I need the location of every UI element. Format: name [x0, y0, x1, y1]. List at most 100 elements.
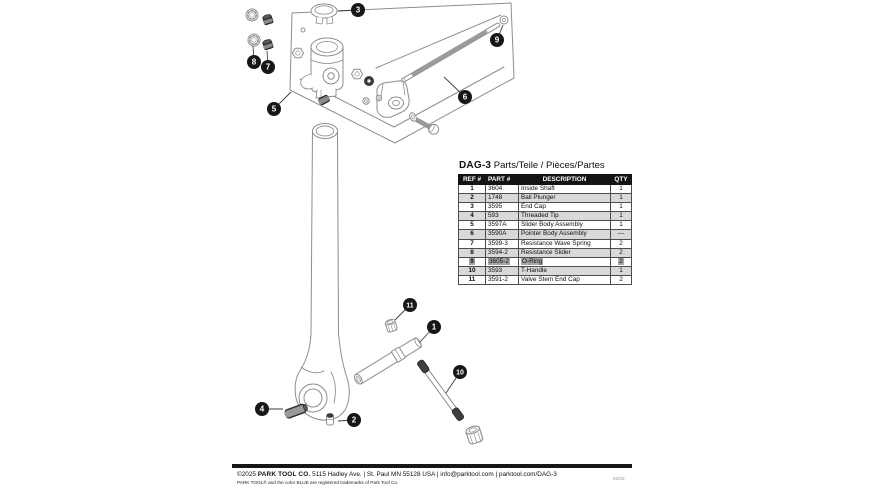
cell-ref: 3: [458, 202, 486, 213]
col-header-part: PART #: [485, 174, 519, 185]
cell-ref: 2: [458, 193, 486, 204]
company-address: 5115 Hadley Ave. | St. Paul MN 55128 USA…: [312, 471, 557, 478]
cell-part: 3594-2: [485, 247, 519, 258]
cell-desc: Inside Shaft: [518, 183, 611, 195]
cell-desc: Slider Body Assembly: [518, 220, 611, 231]
callout-4: 4: [255, 402, 283, 416]
cell-qty: 1: [610, 265, 632, 276]
footer-divider: [232, 464, 632, 468]
cell-desc: Pointer Body Assembly: [518, 229, 611, 240]
footer-trademark-line: PARK TOOL® and the color BLUE are regist…: [237, 480, 399, 485]
svg-text:7: 7: [266, 63, 271, 72]
cell-part: 3595: [485, 202, 519, 213]
svg-text:8: 8: [252, 58, 257, 67]
cell-desc: T-Handle: [518, 265, 611, 276]
main-body-tube-part: [294, 123, 350, 421]
cell-qty: 2: [610, 256, 632, 267]
resistance-wave-spring-part: [245, 8, 261, 47]
gauge-rod-part: [401, 15, 509, 83]
svg-text:3: 3: [356, 6, 361, 15]
inside-shaft-part: [353, 337, 422, 385]
cell-ref: 7: [458, 238, 486, 249]
cell-desc: Valve Stem End Cap: [518, 274, 611, 286]
cell-part: 593: [485, 211, 519, 222]
svg-text:5: 5: [272, 105, 277, 114]
title-languages: Parts/Teile / Pièces/Partes: [493, 160, 605, 171]
cell-ref: 1: [458, 183, 486, 195]
cell-part: 3605-2: [485, 256, 519, 267]
product-name: DAG-3: [459, 160, 492, 171]
callout-8: 8: [247, 45, 261, 69]
svg-text:11: 11: [406, 303, 414, 310]
threaded-tip-part: [284, 403, 308, 419]
cell-qty: 1: [610, 193, 632, 204]
cell-ref: 10: [458, 265, 486, 276]
pointer-body-housing-part: [375, 80, 410, 118]
cell-part: 1748: [485, 193, 519, 204]
pivot-nut-part: [351, 68, 374, 86]
callout-3: 3: [337, 3, 365, 17]
cell-qty: 2: [610, 247, 632, 258]
svg-text:4: 4: [260, 405, 265, 414]
callout-9: 9: [490, 24, 504, 47]
svg-text:2: 2: [352, 416, 357, 425]
cell-part: 3593: [485, 265, 519, 276]
cell-ref: 5: [458, 220, 486, 231]
cell-ref: 8: [458, 247, 486, 258]
cell-qty: 2: [610, 238, 632, 249]
callout-10: 10: [445, 365, 467, 394]
end-cap-part: [310, 3, 338, 25]
callout-6: 6: [443, 76, 472, 104]
cell-part: 3590A: [485, 229, 519, 240]
footer-contact-line: ©2025 PARK TOOL CO. 5115 Hadley Ave. | S…: [237, 471, 557, 478]
cell-part: 3591-2: [485, 274, 519, 286]
cell-desc: Resistance Slider: [518, 247, 611, 258]
cell-desc: End Cap: [518, 202, 611, 213]
svg-text:6: 6: [463, 93, 468, 102]
cell-part: 3599-3: [485, 238, 519, 249]
callout-7: 7: [261, 50, 275, 74]
col-header-qty: QTY: [610, 174, 632, 185]
cell-qty: 1: [610, 211, 632, 222]
cell-desc: O-Ring: [518, 256, 611, 267]
parts-panel: DAG-3 Parts/Teile / Pièces/Partes REF # …: [458, 160, 632, 286]
parts-table-title: DAG-3 Parts/Teile / Pièces/Partes: [459, 160, 631, 171]
t-handle-part: [417, 359, 465, 421]
cell-qty: 1: [610, 202, 632, 213]
col-header-desc: DESCRIPTION: [518, 174, 611, 185]
cell-qty: —: [610, 229, 632, 240]
callout-11: 11: [394, 298, 417, 321]
cell-ref: 11: [458, 274, 486, 286]
cell-desc: Resistance Wave Spring: [518, 238, 611, 249]
slider-body-part: [292, 37, 344, 106]
svg-text:10: 10: [456, 370, 464, 377]
valve-stem-end-cap-part: [465, 425, 484, 445]
cell-qty: 2: [610, 274, 632, 286]
cell-part: 3604: [485, 183, 519, 195]
callout-1: 1: [419, 320, 441, 343]
svg-text:1: 1: [432, 323, 437, 332]
resistance-slider-part: [262, 14, 274, 51]
company-name: PARK TOOL CO.: [257, 471, 311, 478]
callout-5: 5: [267, 91, 292, 116]
cell-ref: 4: [458, 211, 486, 222]
cell-qty: 1: [610, 183, 632, 195]
o-ring-part: [499, 15, 509, 25]
cell-desc: Threaded Tip: [518, 211, 611, 222]
ball-plunger-part: [326, 413, 334, 426]
cell-ref: 6: [458, 229, 486, 240]
callout-2: 2: [337, 413, 361, 427]
